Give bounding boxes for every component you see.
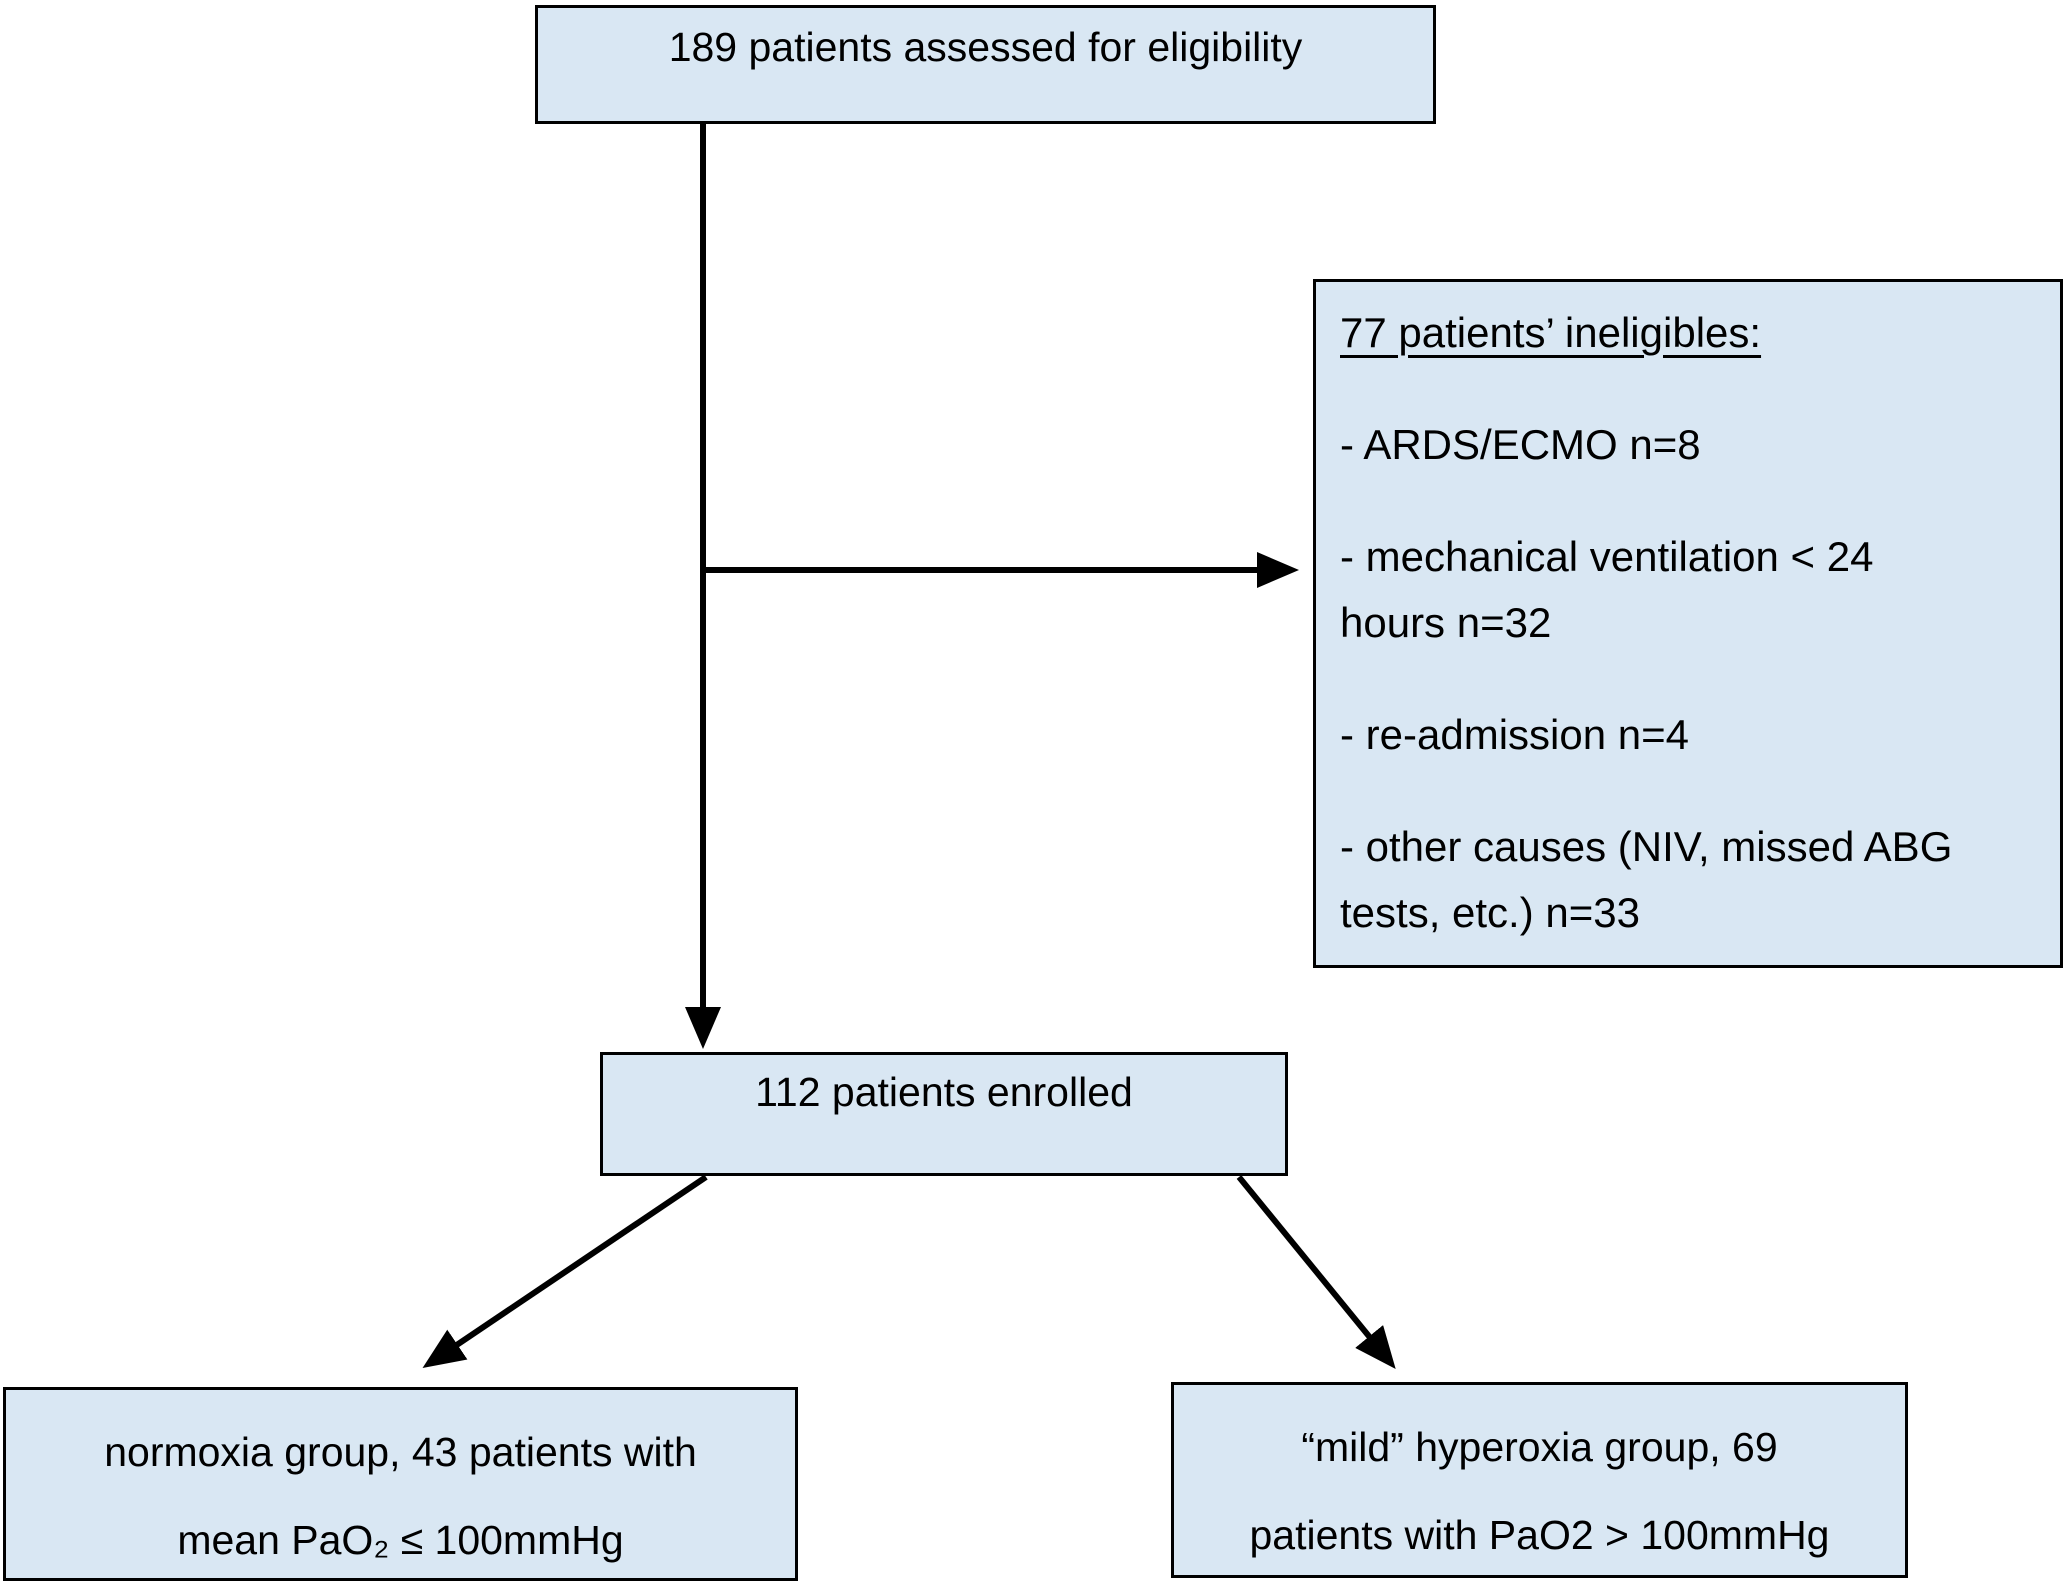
node-assessed-for-eligibility: 189 patients assessed for eligibility (535, 5, 1436, 124)
normoxia-line-2: mean PaO₂ ≤ 100mmHg (177, 1517, 624, 1563)
ineligible-item-mechanical-ventilation: - mechanical ventilation < 24 hours n=32 (1340, 533, 1874, 646)
node-normoxia-group: normoxia group, 43 patients with mean Pa… (3, 1387, 798, 1581)
hyperoxia-line-1: “mild” hyperoxia group, 69 (1301, 1424, 1778, 1470)
ineligible-item-ards-ecmo: - ARDS/ECMO n=8 (1340, 421, 1701, 468)
ineligible-item-readmission: - re-admission n=4 (1340, 711, 1689, 758)
node-enrolled-label: 112 patients enrolled (755, 1069, 1133, 1115)
hyperoxia-line-2: patients with PaO2 > 100mmHg (1249, 1512, 1830, 1558)
ineligible-title: 77 patients’ ineligibles: (1340, 309, 1762, 356)
normoxia-line-1: normoxia group, 43 patients with (104, 1429, 697, 1475)
node-mild-hyperoxia-group: “mild” hyperoxia group, 69 patients with… (1171, 1382, 1908, 1578)
ineligible-item-other-causes: - other causes (NIV, missed ABG tests, e… (1340, 823, 1953, 936)
node-patients-enrolled: 112 patients enrolled (600, 1052, 1288, 1176)
connector-enrolled-to-hyperoxia-arrow (1236, 1175, 1396, 1369)
connector-enrolled-to-normoxia-arrow (422, 1174, 708, 1369)
node-assessed-label: 189 patients assessed for eligibility (668, 24, 1303, 70)
node-ineligible-patients: 77 patients’ ineligibles: - ARDS/ECMO n=… (1313, 279, 2063, 968)
